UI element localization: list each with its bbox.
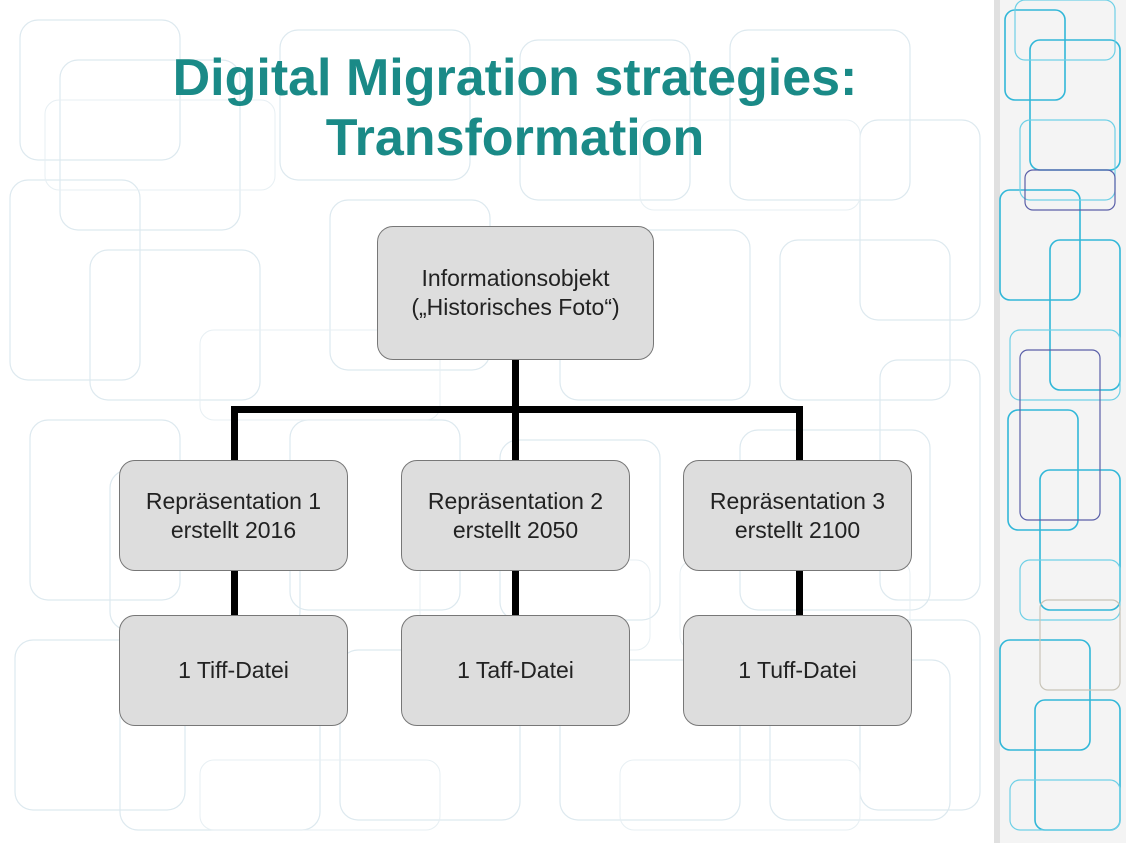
representation-1-line-2: erstellt 2016 [170, 516, 297, 543]
file-node-2-label: 1 Taff-Datei [457, 657, 574, 683]
file-node-1-label: 1 Tiff-Datei [178, 657, 289, 683]
representation-1-line-1: Repräsentation 1 [145, 487, 322, 514]
title-line-1: Digital Migration strategies: [172, 49, 858, 107]
file-node-2: 1 Taff-Datei [401, 615, 630, 726]
connector-branch-1-file [231, 570, 238, 617]
representation-2-line-1: Repräsentation 2 [427, 487, 604, 514]
connector-branch-2-down [512, 406, 519, 462]
root-node: Informationsobjekt („Historisches Foto“) [377, 226, 654, 360]
root-node-line-2: („Historisches Foto“) [411, 294, 620, 320]
root-node-line-1: Informationsobjekt [421, 265, 610, 291]
connector-branch-2-file [512, 570, 519, 617]
representation-node-2: Repräsentation 2 erstellt 2050 [401, 460, 630, 571]
file-node-3-label: 1 Tuff-Datei [738, 657, 857, 683]
slide-title: Digital Migration strategies: Transforma… [80, 48, 950, 168]
representation-3-line-1: Repräsentation 3 [709, 487, 886, 514]
representation-node-3: Repräsentation 3 erstellt 2100 [683, 460, 912, 571]
file-node-1: 1 Tiff-Datei [119, 615, 348, 726]
connector-branch-3-down [796, 406, 803, 462]
title-line-2: Transformation [325, 109, 705, 167]
connector-branch-3-file [796, 570, 803, 617]
representation-3-line-2: erstellt 2100 [734, 516, 861, 543]
representation-node-1: Repräsentation 1 erstellt 2016 [119, 460, 348, 571]
representation-2-line-2: erstellt 2050 [452, 516, 579, 543]
connector-branch-1-down [231, 406, 238, 462]
file-node-3: 1 Tuff-Datei [683, 615, 912, 726]
connector-root-down [512, 358, 519, 410]
